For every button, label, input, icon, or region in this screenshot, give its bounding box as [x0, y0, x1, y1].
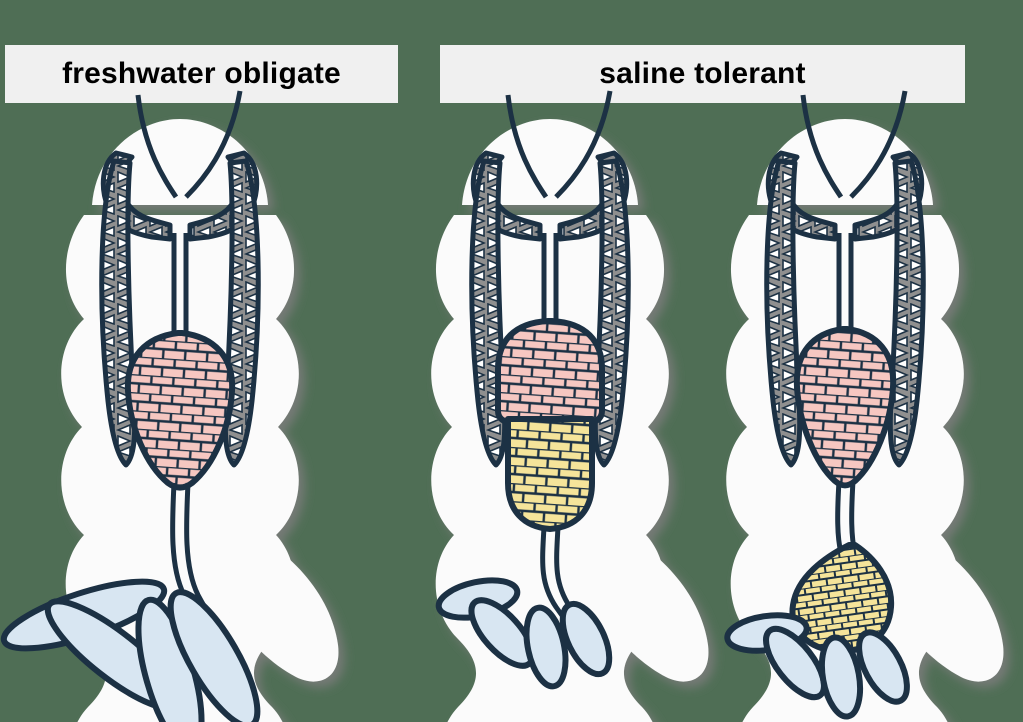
label-freshwater-obligate-text: freshwater obligate	[62, 57, 341, 90]
specimen-3-malpighian-tubule-right	[852, 150, 926, 468]
specimen-1-freshwater-obligate	[0, 90, 339, 722]
specimen-1-anterior-rectum	[124, 330, 236, 491]
specimen-2-body-outline	[431, 119, 709, 722]
specimen-2-anal-papillae	[435, 577, 613, 690]
specimen-1-body-outline	[61, 119, 339, 722]
specimen-3-anterior-rectum	[793, 326, 897, 489]
papilla	[763, 625, 827, 701]
specimen-2-trachea-left	[505, 94, 549, 199]
label-freshwater-obligate: freshwater obligate	[5, 45, 398, 103]
papilla	[818, 634, 864, 720]
specimen-1-malpighian-tubule-right	[187, 150, 261, 468]
label-saline-tolerant: saline tolerant	[440, 45, 965, 103]
specimen-2-saline-tolerant	[431, 90, 709, 722]
specimen-1-trachea-right	[184, 90, 243, 199]
specimen-3-anal-papillae	[724, 612, 910, 720]
specimen-2-trachea-right	[554, 90, 613, 199]
specimen-3-saline-tolerant	[724, 90, 1004, 722]
label-saline-tolerant-text: saline tolerant	[599, 57, 806, 90]
specimen-3-trachea-left	[800, 94, 844, 199]
papilla	[523, 604, 569, 690]
specimen-1-anal-papillae	[0, 578, 261, 722]
papilla	[559, 600, 613, 678]
specimen-3-body-outline	[726, 119, 1004, 722]
specimen-1-trachea-left	[135, 94, 179, 199]
specimen-3-trachea-right	[849, 90, 908, 199]
specimen-2-anterior-rectum	[495, 318, 605, 426]
specimen-2-posterior-rectum	[505, 416, 595, 532]
papilla	[167, 589, 261, 722]
specimen-3-malpighian-tubule-left	[764, 150, 838, 468]
papilla	[856, 629, 910, 705]
